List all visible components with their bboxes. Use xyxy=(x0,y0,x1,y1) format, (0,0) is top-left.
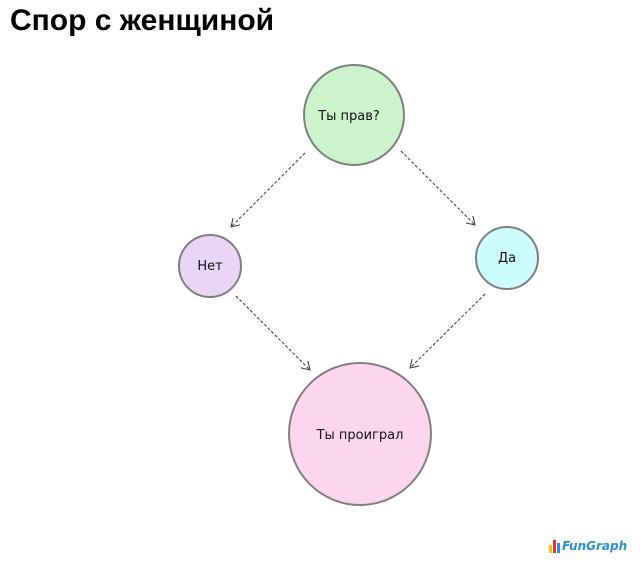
diagram-title: Спор с женщиной xyxy=(10,4,275,37)
node-question-label: Ты прав? xyxy=(317,109,380,124)
fungraph-logo: FunGraph xyxy=(549,539,627,553)
edge-question-to-no xyxy=(231,152,306,227)
edge-question-to-yes xyxy=(400,150,475,225)
bar-chart-icon xyxy=(549,539,560,553)
node-result-label: Ты проиграл xyxy=(316,428,404,443)
node-no-label: Нет xyxy=(197,259,223,274)
node-question: Ты прав? xyxy=(303,64,405,166)
node-result: Ты проиграл xyxy=(288,362,432,506)
logo-text: FunGraph xyxy=(562,539,628,553)
edge-yes-to-result xyxy=(410,293,486,368)
edge-no-to-result xyxy=(235,295,310,370)
node-yes: Да xyxy=(475,226,539,290)
node-no: Нет xyxy=(178,234,242,298)
node-yes-label: Да xyxy=(498,251,516,266)
